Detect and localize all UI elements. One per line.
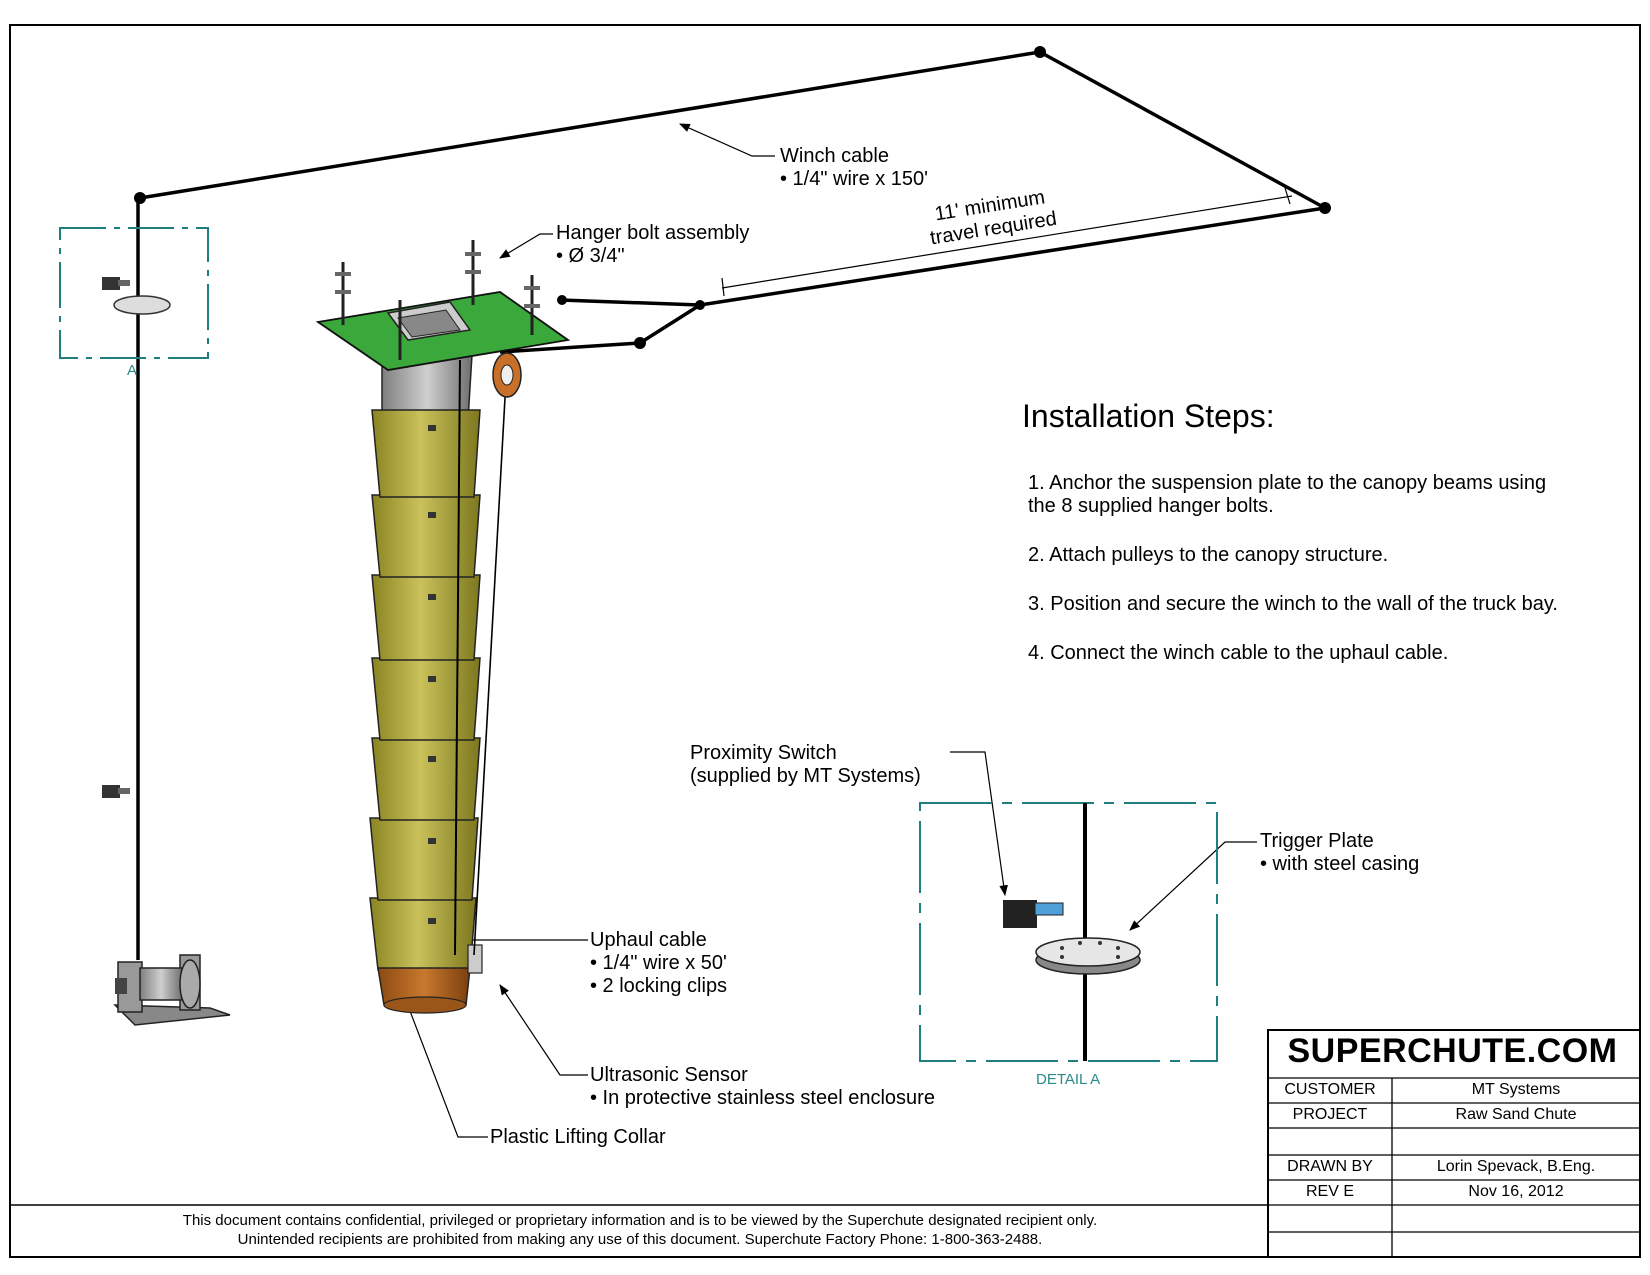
project-value: Raw Sand Chute — [1455, 1106, 1577, 1123]
detail-a-marker: A — [127, 362, 138, 379]
winch-cable-spec: • 1/4" wire x 150' — [780, 168, 928, 190]
hanger-bolt-label: Hanger bolt assembly • Ø 3/4" — [556, 222, 749, 268]
hanger-bolt-spec: • Ø 3/4" — [556, 245, 625, 267]
uphaul-cable-spec-1: • 1/4" wire x 50' — [590, 952, 727, 974]
uphaul-cable-title: Uphaul cable — [590, 929, 707, 951]
customer-value: MT Systems — [1471, 1081, 1561, 1098]
detail-a-marker-box — [59, 227, 209, 798]
ultrasonic-sensor-spec: • In protective stainless steel enclosur… — [590, 1087, 935, 1109]
trigger-plate-spec: • with steel casing — [1260, 853, 1420, 875]
winch-drawing — [113, 954, 231, 1026]
step-3: 3. Position and secure the winch to the … — [1028, 593, 1558, 615]
title-block-grid — [1267, 1029, 1641, 1258]
uphaul-cable-spec-2: • 2 locking clips — [590, 975, 728, 997]
winch-cable — [136, 50, 1326, 960]
uphaul-cable-label: Uphaul cable • 1/4" wire x 50' • 2 locki… — [590, 929, 727, 998]
trigger-plate-label: Trigger Plate • with steel casing — [1260, 830, 1419, 876]
step-1: 1. Anchor the suspension plate to the ca… — [1028, 472, 1547, 494]
ultrasonic-sensor-label: Ultrasonic Sensor • In protective stainl… — [590, 1064, 935, 1110]
proximity-switch-spec: (supplied by MT Systems) — [690, 765, 921, 787]
footer-contact-line: Unintended recipients are prohibited fro… — [237, 1231, 1043, 1248]
leader-lines — [401, 123, 1257, 1138]
trigger-plate-title: Trigger Plate — [1260, 830, 1374, 852]
step-4: 4. Connect the winch cable to the uphaul… — [1028, 642, 1449, 664]
installation-steps-title: Installation Steps: — [1022, 398, 1275, 434]
customer-label: CUSTOMER — [1284, 1081, 1376, 1098]
drawn-by-label: DRAWN BY — [1287, 1158, 1373, 1175]
detail-a-view — [919, 802, 1218, 1062]
winch-cable-label: Winch cable • 1/4" wire x 150' — [780, 145, 928, 191]
step-2: 2. Attach pulleys to the canopy structur… — [1028, 544, 1389, 566]
step-1-continued: the 8 supplied hanger bolts. — [1028, 495, 1274, 517]
travel-dimension — [721, 187, 1293, 297]
detail-a-caption: DETAIL A — [1036, 1071, 1101, 1088]
winch-cable-title: Winch cable — [780, 145, 889, 167]
sheet-border — [9, 24, 1641, 1258]
project-label: PROJECT — [1292, 1106, 1368, 1123]
chute-drawing — [315, 240, 571, 1014]
ultrasonic-sensor-title: Ultrasonic Sensor — [590, 1064, 748, 1086]
revision-label: REV E — [1305, 1183, 1354, 1200]
brand-title: SUPERCHUTE.COM — [1287, 1032, 1618, 1070]
pulley-nodes — [134, 46, 1331, 349]
proximity-switch-title: Proximity Switch — [690, 742, 837, 764]
proximity-switch-label: Proximity Switch (supplied by MT Systems… — [690, 742, 921, 788]
hanger-bolt-title: Hanger bolt assembly — [556, 222, 750, 244]
revision-date: Nov 16, 2012 — [1468, 1183, 1564, 1200]
lifting-collar-label: Plastic Lifting Collar — [490, 1126, 666, 1148]
footer-confidential-line: This document contains confidential, pri… — [182, 1212, 1098, 1229]
drawn-by-value: Lorin Spevack, B.Eng. — [1436, 1158, 1596, 1175]
